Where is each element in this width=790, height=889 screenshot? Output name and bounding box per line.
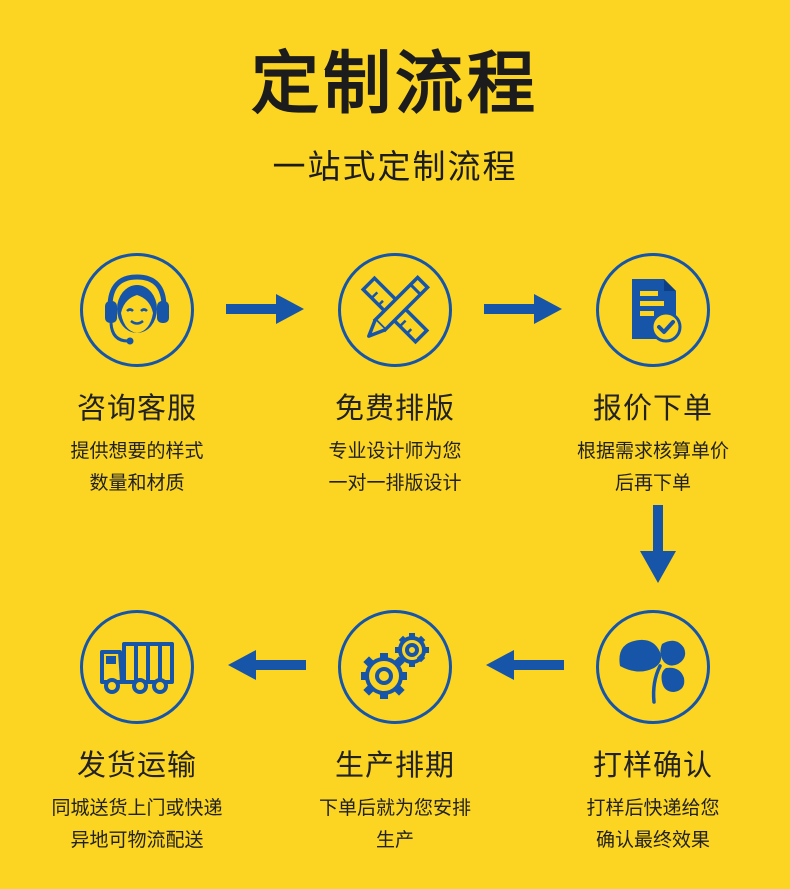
step-desc-line: 数量和材质 — [89, 472, 185, 494]
step-desc-line: 生产 — [375, 829, 414, 851]
step-desc-line: 异地可物流配送 — [70, 829, 204, 851]
step-desc-line: 下单后就为您安排 — [318, 797, 471, 819]
step-desc-line: 打样后快递给您 — [586, 797, 720, 819]
arrow-left-icon — [486, 650, 564, 680]
arrow-down-icon — [640, 505, 676, 583]
step-icon-circle — [338, 253, 452, 367]
step-free-layout: 免费排版 专业设计师为您 一对一排版设计 — [275, 253, 515, 499]
step-icon-circle — [338, 610, 452, 724]
step-icon-circle — [596, 253, 710, 367]
gears-icon — [361, 633, 429, 699]
page-title: 定制流程 — [250, 45, 539, 124]
step-title: 打样确认 — [592, 748, 713, 782]
step-icon-circle — [80, 610, 194, 724]
step-desc-line: 同城送货上门或快递 — [51, 797, 223, 819]
step-desc-line: 确认最终效果 — [595, 829, 710, 851]
step-desc-line: 后再下单 — [614, 472, 691, 494]
step-icon-circle — [80, 253, 194, 367]
step-description: 根据需求核算单价 后再下单 — [533, 435, 773, 499]
step-title: 免费排版 — [334, 391, 455, 425]
step-title: 咨询客服 — [76, 391, 197, 425]
step-desc-line: 根据需求核算单价 — [576, 440, 729, 462]
step-description: 打样后快递给您 确认最终效果 — [533, 792, 773, 856]
step-description: 下单后就为您安排 生产 — [275, 792, 515, 856]
step-description: 同城送货上门或快递 异地可物流配送 — [17, 792, 257, 856]
step-desc-line: 专业设计师为您 — [328, 440, 462, 462]
step-title: 报价下单 — [592, 391, 713, 425]
step-sample-confirm: 打样确认 打样后快递给您 确认最终效果 — [533, 610, 773, 856]
step-consult: 咨询客服 提供想要的样式 数量和材质 — [17, 253, 257, 499]
step-desc-line: 提供想要的样式 — [70, 440, 204, 462]
page-subtitle: 一站式定制流程 — [272, 147, 518, 186]
step-title: 生产排期 — [334, 748, 455, 782]
arrow-right-icon — [226, 294, 304, 324]
step-description: 专业设计师为您 一对一排版设计 — [275, 435, 515, 499]
step-description: 提供想要的样式 数量和材质 — [17, 435, 257, 499]
pencil-ruler-icon — [360, 274, 431, 345]
step-production-schedule: 生产排期 下单后就为您安排 生产 — [275, 610, 515, 856]
step-shipping: 发货运输 同城送货上门或快递 异地可物流配送 — [17, 610, 257, 856]
arrow-right-icon — [484, 294, 562, 324]
delivery-truck-icon — [100, 642, 174, 694]
step-desc-line: 一对一排版设计 — [328, 472, 462, 494]
document-check-icon — [632, 279, 682, 343]
clover-leaf-icon — [619, 639, 686, 704]
arrow-left-icon — [228, 650, 306, 680]
step-icon-circle — [596, 610, 710, 724]
step-quote-order: 报价下单 根据需求核算单价 后再下单 — [533, 253, 773, 499]
headset-agent-icon — [105, 274, 169, 345]
step-title: 发货运输 — [76, 748, 197, 782]
